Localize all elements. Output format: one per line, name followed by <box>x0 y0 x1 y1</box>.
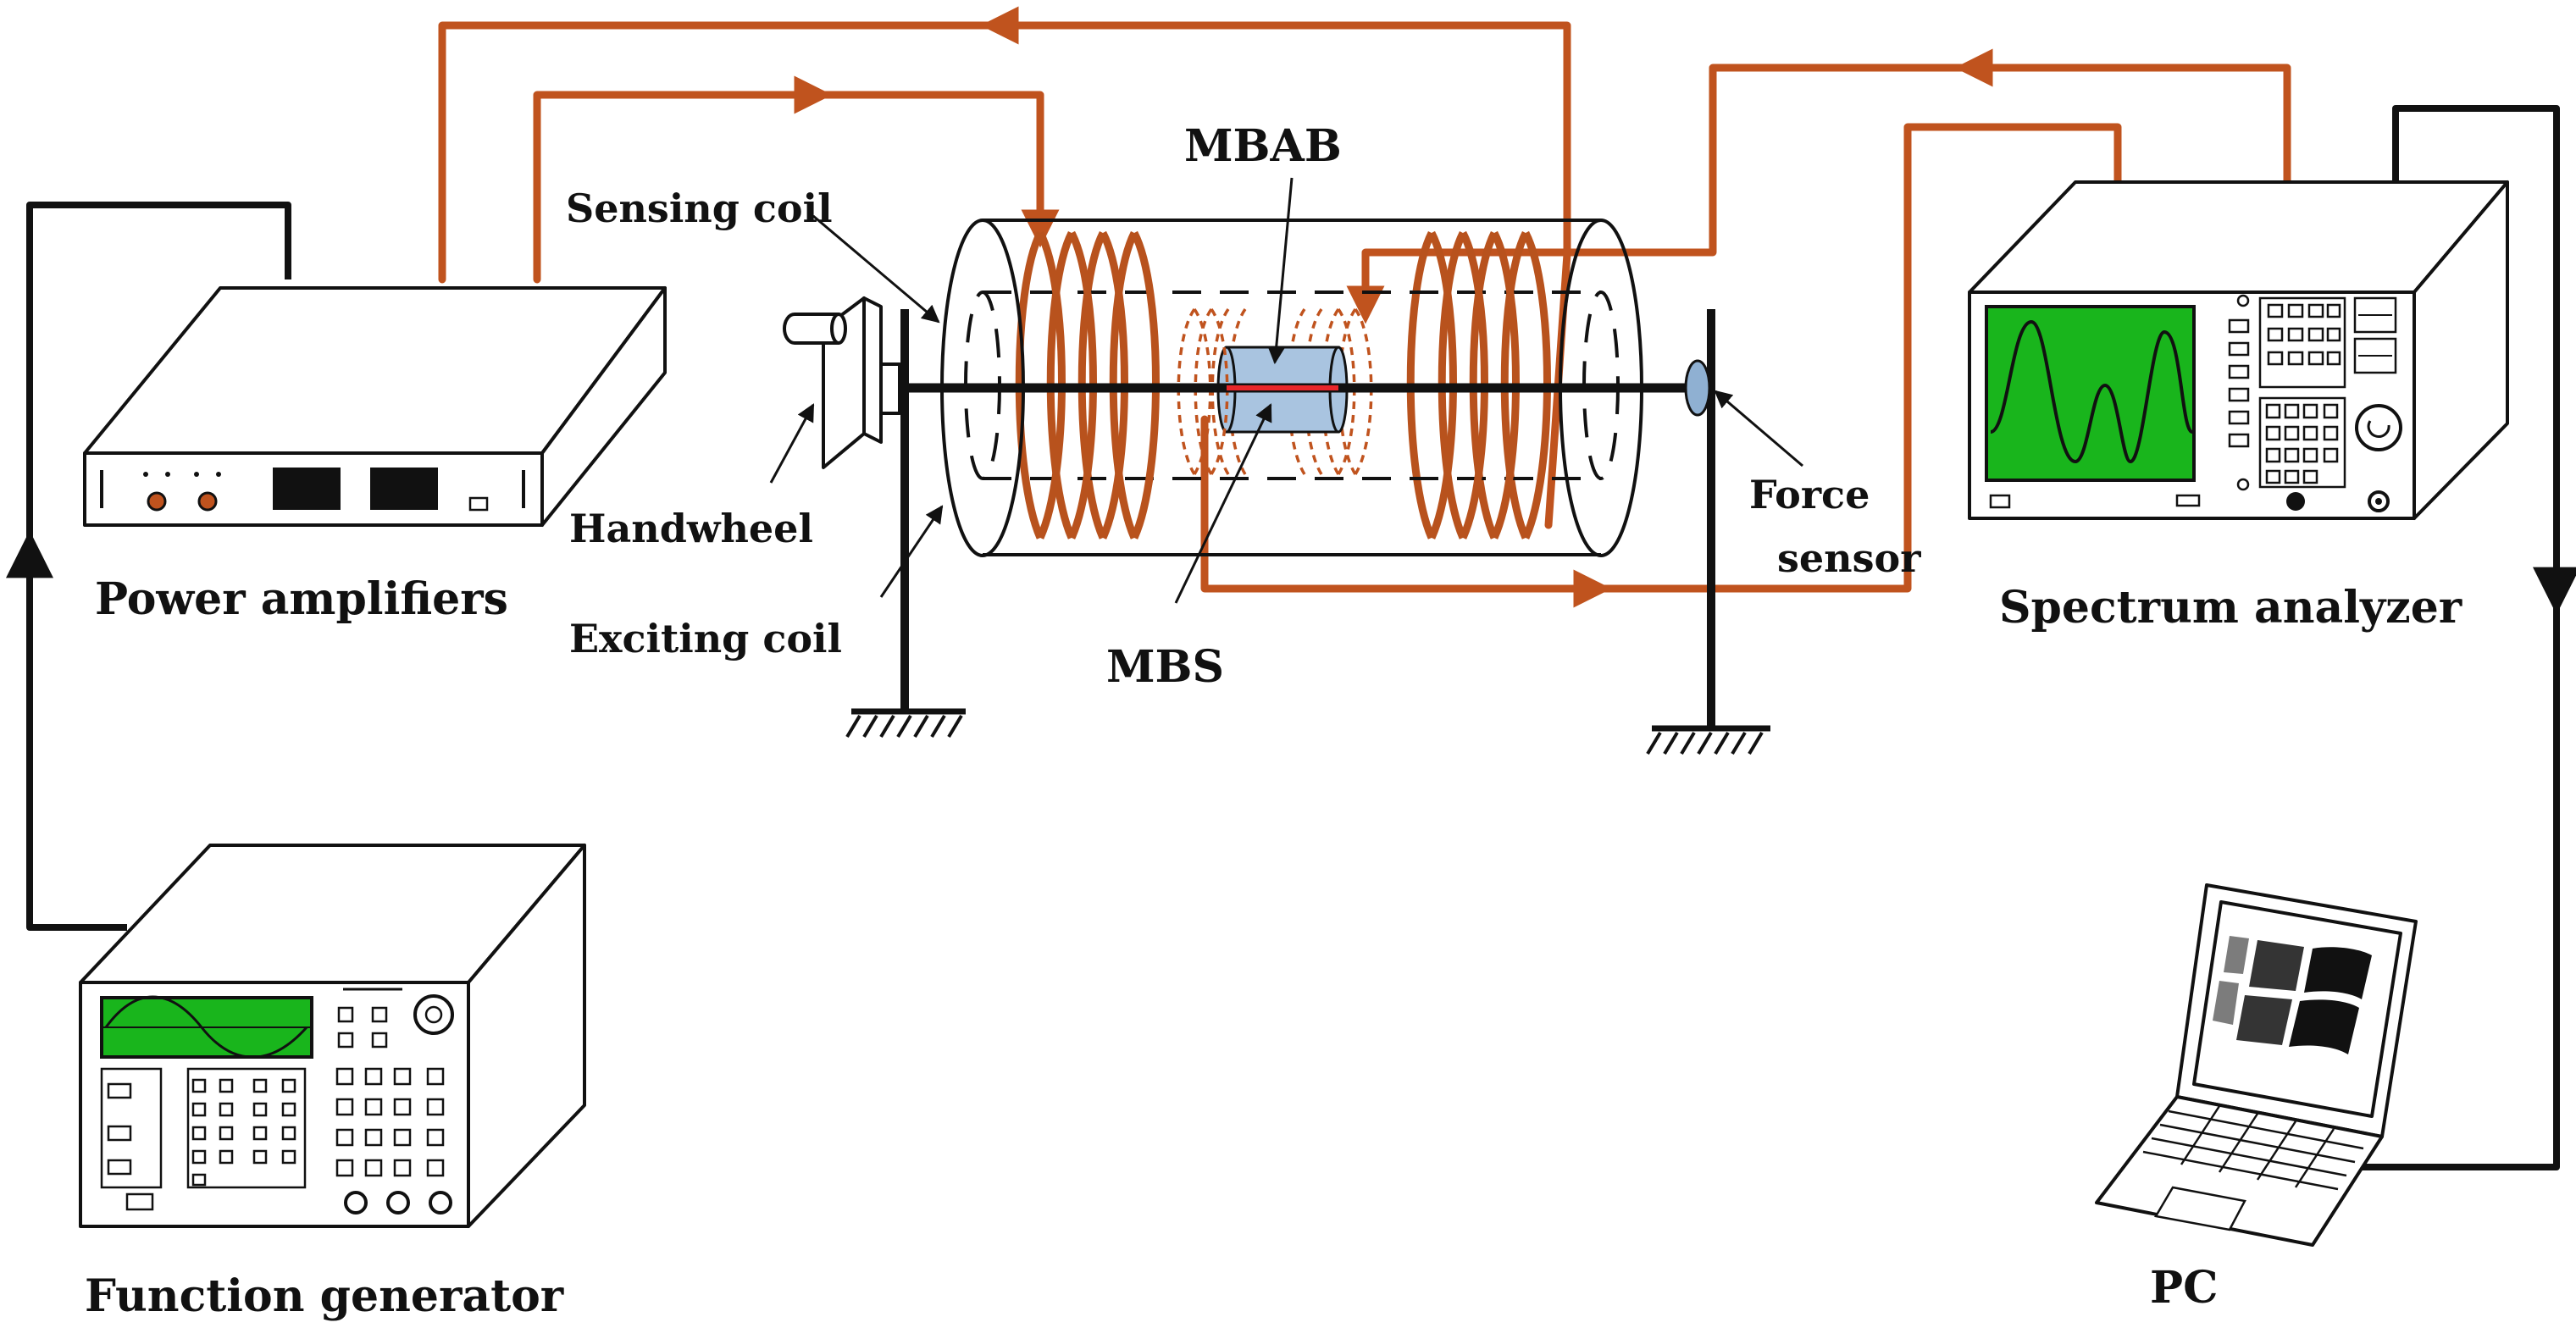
force-sensor-label-line2: sensor <box>1777 535 1921 581</box>
mbs-label: MBS <box>1106 641 1224 693</box>
sensing-coil-label: Sensing coil <box>566 185 833 231</box>
mbab-label: MBAB <box>1184 120 1342 172</box>
spectrum-analyzer <box>1968 180 2509 520</box>
wire-analyzer-to-pc <box>2351 105 2560 1170</box>
pc-label: PC <box>2150 1262 2219 1314</box>
right-support <box>1646 309 1770 755</box>
windows-logo-icon <box>2213 936 2372 1054</box>
wire-amp-to-exciting-coil-outer <box>438 21 1571 529</box>
function-generator-label: Function generator <box>85 1270 564 1322</box>
handwheel <box>783 296 901 469</box>
power-amplifier <box>83 286 667 527</box>
control-wires <box>5 105 2576 1170</box>
left-support <box>845 309 966 739</box>
laptop-pc <box>2095 883 2418 1247</box>
leader-lines <box>769 177 1803 604</box>
function-generator <box>79 844 586 1228</box>
coil-cylinder <box>881 219 1711 557</box>
wire-generator-to-amp <box>26 202 291 931</box>
force-sensor-label-line1: Force <box>1749 472 1870 517</box>
power-amplifiers-label: Power amplifiers <box>95 573 508 625</box>
exciting-coil-label: Exciting coil <box>569 616 842 661</box>
wire-sensing-coil-to-analyzer <box>1361 64 2291 313</box>
spectrum-analyzer-label: Spectrum analyzer <box>1999 582 2462 634</box>
wire-sensing-coil-return <box>1200 123 2122 593</box>
handwheel-label: Handwheel <box>569 506 813 551</box>
force-sensor <box>1684 359 1711 417</box>
